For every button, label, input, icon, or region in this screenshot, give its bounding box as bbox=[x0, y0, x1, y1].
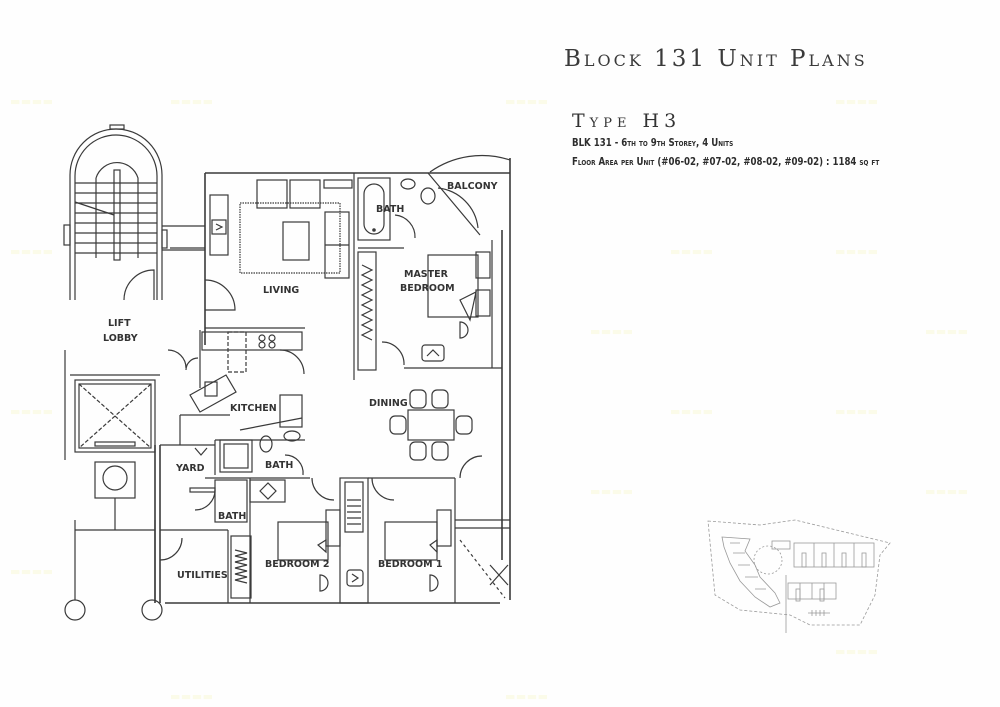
stair-tower bbox=[63, 124, 205, 301]
bedroom-2 bbox=[249, 477, 341, 603]
master-bedroom bbox=[357, 240, 502, 371]
yard-label: YARD bbox=[175, 463, 205, 474]
kitchen bbox=[179, 330, 305, 445]
bedroom-1 bbox=[368, 477, 456, 603]
kitchen-label: KITCHEN bbox=[230, 403, 277, 414]
common-bath-label: BATH bbox=[265, 460, 293, 471]
unit-walls bbox=[154, 158, 511, 604]
living-room bbox=[204, 179, 353, 329]
dining bbox=[389, 389, 510, 599]
utilities-label: UTILITIES bbox=[177, 570, 228, 581]
lift-lobby-label-2: LOBBY bbox=[103, 333, 138, 344]
room-labels: LIVING BATH BALCONY MASTER BEDROOM LIFT … bbox=[103, 181, 498, 581]
lift-lobby-label-1: LIFT bbox=[108, 318, 131, 329]
bedroom-2-label: BEDROOM 2 bbox=[265, 559, 329, 570]
dining-label: DINING bbox=[369, 398, 408, 409]
common-bath bbox=[205, 430, 310, 479]
master-bath bbox=[353, 154, 511, 380]
master-bath-label: BATH bbox=[376, 204, 404, 215]
floor-area-info: Floor Area per Unit (#06-02, #07-02, #08… bbox=[572, 156, 880, 168]
yard-bath-label: BATH bbox=[218, 511, 246, 522]
shared-wardrobe bbox=[339, 477, 369, 604]
master-bedroom-label-1: MASTER bbox=[404, 269, 449, 280]
site-keyplan-icon bbox=[707, 519, 891, 633]
block-storey-info: BLK 131 - 6th to 9th Storey, 4 Units bbox=[572, 137, 734, 149]
lift-lobby bbox=[64, 349, 199, 621]
unit-type-heading: Type H3 bbox=[572, 110, 682, 132]
balcony-label: BALCONY bbox=[447, 181, 498, 192]
utilities bbox=[159, 529, 252, 603]
page-title: Block 131 Unit Plans bbox=[564, 46, 868, 72]
living-label: LIVING bbox=[263, 285, 299, 296]
bedroom-1-label: BEDROOM 1 bbox=[378, 559, 442, 570]
master-bedroom-label-2: BEDROOM bbox=[400, 283, 455, 294]
